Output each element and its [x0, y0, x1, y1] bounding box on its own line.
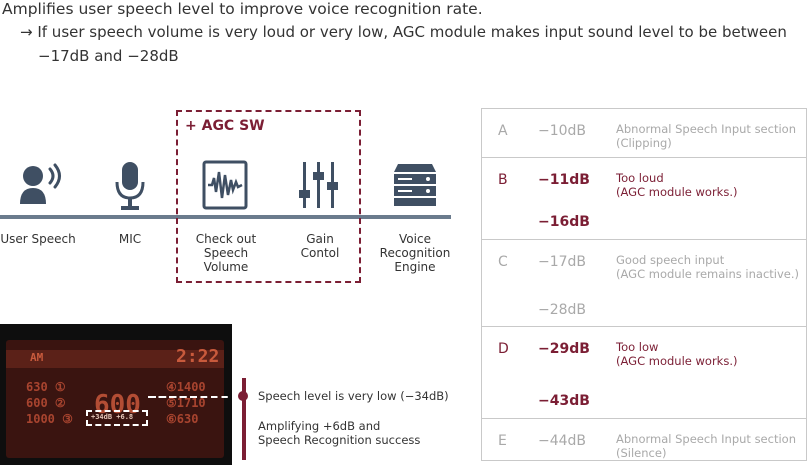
row-letter: E [498, 433, 507, 449]
stage-label-mic: MIC [118, 232, 142, 246]
display-mode: AM [30, 351, 44, 364]
preset-left-3: 1000 ③ [26, 412, 73, 426]
row-letter: A [498, 123, 508, 139]
speech-level-bar [242, 378, 246, 460]
server-icon [394, 164, 436, 206]
display-screen: AM 2:22 630 ① 600 ② 1000 ③ 600 ④1400 ⑤17… [6, 340, 224, 458]
microphone-icon [115, 162, 145, 210]
row-db-top: −17dB [538, 254, 587, 270]
speech-level-dot [238, 391, 248, 401]
table-row-a: A −10dB Abnormal Speech Input section(Cl… [482, 109, 806, 158]
agc-sw-box [176, 110, 361, 283]
intro-line-2: → If user speech volume is very loud or … [20, 23, 787, 41]
row-db-bottom: −43dB [538, 393, 590, 409]
row-letter: B [498, 172, 508, 188]
speaking-person-icon [20, 163, 61, 204]
row-description: Abnormal Speech Input section(Silence) [616, 432, 796, 460]
preset-left-2: 600 ② [26, 396, 66, 410]
connector-dash [148, 396, 238, 398]
display-gain-tag: +34dB +6.8 [91, 413, 134, 421]
row-letter: C [498, 254, 508, 270]
db-level-table: A −10dB Abnormal Speech Input section(Cl… [481, 108, 807, 461]
preset-right-2: ⑤1710 [166, 396, 206, 410]
row-db-top: −10dB [538, 123, 587, 139]
table-row-b: B −11dB −16dB Too loud(AGC module works.… [482, 158, 806, 240]
stage-label-gain-control: Gain Contol [300, 232, 340, 260]
row-db-top: −29dB [538, 341, 590, 357]
radio-display-photo: AM 2:22 630 ① 600 ② 1000 ③ 600 ④1400 ⑤17… [0, 324, 232, 465]
speech-low-note: Speech level is very low (−34dB) [258, 389, 449, 403]
row-description: Good speech input(AGC module remains ina… [616, 253, 800, 281]
row-description: Too low(AGC module works.) [616, 340, 738, 368]
display-frequency: 600 [94, 390, 141, 420]
gain-highlight-box [86, 410, 148, 426]
preset-left-1: 630 ① [26, 380, 66, 394]
waveform-icon [202, 160, 248, 210]
agc-sw-title: + AGC SW [185, 118, 265, 134]
stage-label-voice-engine: Voice Recognition Engine [379, 232, 451, 274]
stage-label-user-speech: User Speech [0, 232, 76, 246]
row-db-bottom: −28dB [538, 302, 587, 318]
row-db-bottom: −16dB [538, 214, 590, 230]
row-description: Abnormal Speech Input section(Clipping) [616, 122, 796, 150]
row-db-top: −44dB [538, 433, 587, 449]
stage-label-check-volume: Check out Speech Volume [195, 232, 257, 274]
table-row-e: E −44dB Abnormal Speech Input section(Si… [482, 419, 806, 462]
pipeline-line [0, 215, 451, 219]
row-letter: D [498, 341, 509, 357]
display-clock: 2:22 [176, 346, 220, 367]
intro-line-3: −17dB and −28dB [38, 47, 179, 65]
intro-line-1: Amplifies user speech level to improve v… [2, 0, 483, 18]
table-row-c: C −17dB −28dB Good speech input(AGC modu… [482, 240, 806, 327]
display-top-bar [6, 350, 224, 368]
row-db-top: −11dB [538, 172, 590, 188]
row-description: Too loud(AGC module works.) [616, 171, 738, 199]
preset-right-3: ⑥630 [166, 412, 199, 426]
preset-right-1: ④1400 [166, 380, 206, 394]
table-row-d: D −29dB −43dB Too low(AGC module works.) [482, 327, 806, 419]
sliders-icon [299, 162, 338, 208]
